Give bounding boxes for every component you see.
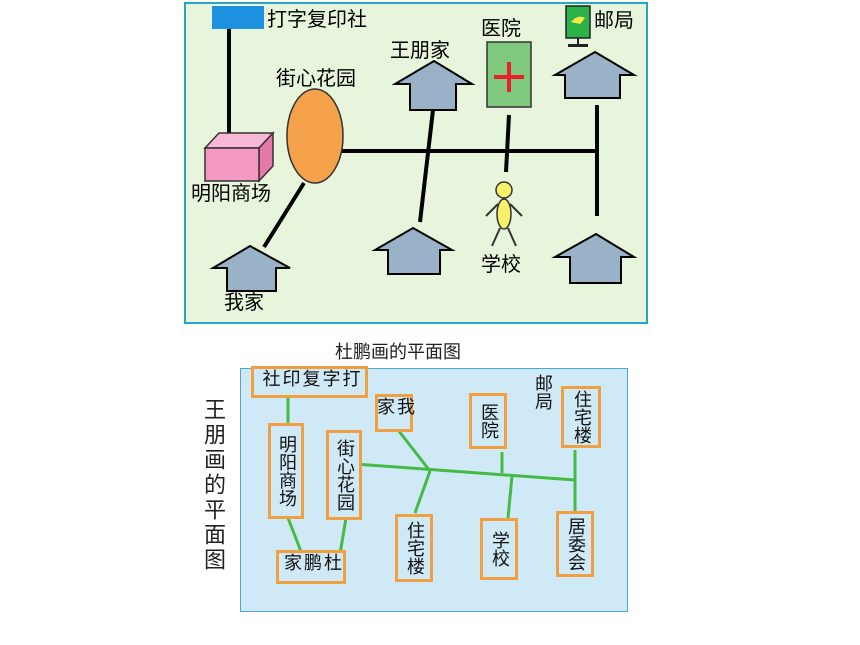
post-office-house-icon <box>551 50 638 99</box>
road-garden-home <box>262 181 306 249</box>
red-cross-icon <box>494 62 524 92</box>
garden-label: 街心花园 <box>276 66 356 90</box>
wang-home-label: 王朋家 <box>390 38 450 62</box>
residential-card: 住宅楼 <box>561 386 601 448</box>
my-home-card: 我家 <box>374 394 415 432</box>
residential-card: 住宅楼 <box>395 514 433 582</box>
mall-label: 明阳商场 <box>191 181 271 205</box>
post-office-label: 邮局 <box>594 8 634 32</box>
garden-card: 街心花园 <box>326 430 362 520</box>
road-hospital-school <box>504 114 511 173</box>
committee-card: 居委会 <box>556 511 594 577</box>
print-shop-label: 打字复印社 <box>267 7 367 31</box>
map1-roads <box>227 28 599 249</box>
print-shop-sign <box>212 6 264 29</box>
school-figure-icon <box>485 181 523 247</box>
school-label: 学校 <box>481 252 521 276</box>
map1-caption: 杜鹏画的平面图 <box>335 342 461 363</box>
school-card: 学校 <box>480 518 518 580</box>
print-shop-card: 打字复印社 <box>251 366 368 398</box>
map-du-peng: 打字复印社 明阳商场 街心花园 王朋家 医院 邮局 学校 我家 <box>184 2 648 324</box>
post-office-icon <box>565 5 591 47</box>
house-icon <box>551 232 638 284</box>
my-home-label: 我家 <box>224 290 264 314</box>
garden-icon <box>286 88 344 184</box>
hospital-card: 医院 <box>469 393 507 449</box>
mall-card: 明阳商场 <box>268 423 304 519</box>
map2-caption: 王朋画的平面图 <box>200 398 225 573</box>
hospital-label: 医院 <box>481 16 521 40</box>
house-icon <box>371 226 456 275</box>
road-wang <box>418 109 435 223</box>
mall-icon <box>203 131 275 183</box>
du-home-card: 杜鹏家 <box>276 550 346 584</box>
post-office-card: 邮局 <box>532 374 553 410</box>
wang-home-house-icon <box>391 59 476 111</box>
my-home-house-icon <box>209 244 291 292</box>
